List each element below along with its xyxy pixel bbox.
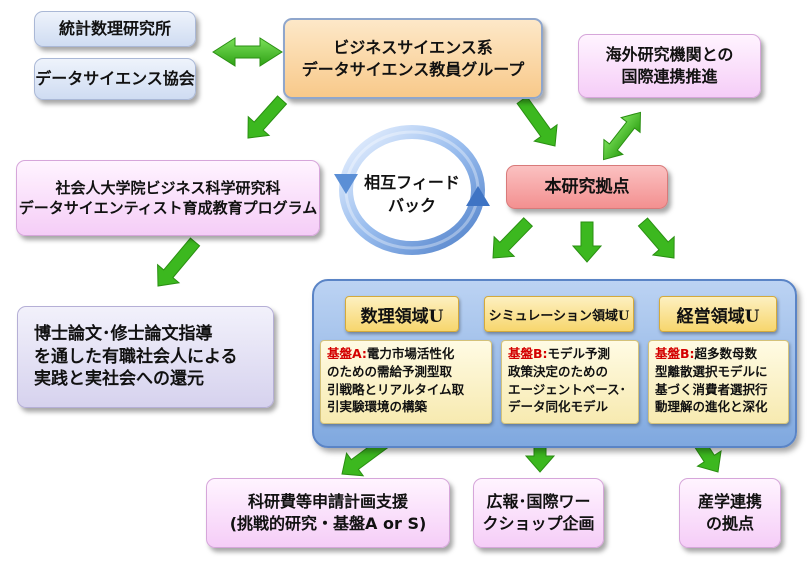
domain-sim-line1: モデル予測 — [547, 346, 611, 361]
domain-sim-line2: 政策決定のための — [508, 363, 609, 379]
pr-line1: 広報･国際ワー — [486, 492, 591, 512]
thesis-line3: 実践と実社会への還元 — [34, 369, 204, 390]
ds-association-label: データサイエンス協会 — [35, 69, 195, 89]
domain-detail-simulation: 基盤B:モデル予測 政策決定のための エージェントベース･ データ同化モデル — [501, 340, 639, 424]
grad-school-box: 社会人大学院ビジネス科学研究科 データサイエンティスト育成教育プログラム — [16, 160, 320, 236]
domain-key-simulation: 基盤B: — [508, 346, 548, 361]
domain-title-math: 数理領域U — [345, 296, 459, 332]
pr-workshop-box: 広報･国際ワー クショップ企画 — [473, 478, 604, 548]
stat-institute-box: 統計数理研究所 — [34, 11, 196, 47]
arrow-group-to-hub — [516, 95, 558, 147]
feedback-line2: バック — [387, 196, 436, 216]
arrow-hub-to-domain-simulation — [571, 221, 603, 263]
overseas-line1: 海外研究機関との — [605, 45, 734, 65]
hub-label: 本研究拠点 — [544, 176, 630, 197]
industry-line1: 産学連携 — [697, 492, 762, 512]
domain-detail-management: 基盤B:超多数母数 型離散選択モデルに 基づく消費者選択行 動理解の進化と深化 — [648, 340, 789, 424]
feedback-line1: 相互フィード — [364, 173, 460, 192]
stat-institute-label: 統計数理研究所 — [58, 19, 171, 39]
thesis-box: 博士論文･修士論文指導 を通した有職社会人による 実践と実社会への還元 — [17, 306, 274, 408]
domain-sim-line3: エージェントベース･ — [508, 381, 626, 397]
domain-mgmt-line1: 超多数母数 — [694, 346, 758, 361]
domain-mgmt-line3: 基づく消費者選択行 — [655, 381, 768, 397]
double-arrow-icon — [603, 111, 641, 161]
domain-math-line4: 引実験環境の構築 — [327, 399, 428, 415]
domain-mgmt-line4: 動理解の進化と深化 — [655, 399, 768, 415]
arrow-group-to-grad-school — [247, 95, 288, 139]
domain-key-management: 基盤B: — [655, 346, 695, 361]
kaken-line1: 科研費等申請計画支援 — [247, 492, 408, 512]
overseas-box: 海外研究機関との 国際連携推進 — [578, 34, 761, 98]
thesis-line2: を通した有職社会人による — [34, 346, 238, 367]
domain-title-management-label: 経営領域U — [676, 306, 760, 327]
thesis-line1: 博士論文･修士論文指導 — [34, 323, 213, 344]
domain-math-line2: のための需給予測型取 — [327, 363, 453, 379]
center-group-line1: ビジネスサイエンス系 — [333, 37, 493, 57]
arrow-hub-to-domain-math — [492, 217, 534, 259]
double-arrow-icon — [212, 37, 283, 67]
overseas-line2: 国際連携推進 — [621, 67, 718, 86]
kaken-line2: (挑戦的研究・基盤A or S) — [229, 514, 427, 533]
pr-line2: クショップ企画 — [482, 514, 595, 533]
domain-title-math-label: 数理領域U — [360, 306, 444, 327]
domain-detail-math: 基盤A:電力市場活性化 のための需給予測型取 引戦略とリアルタイム取 引実験環境… — [320, 340, 492, 424]
center-group-line2: データサイエンス教員グループ — [301, 59, 525, 79]
domain-key-math: 基盤A: — [327, 346, 367, 361]
feedback-label: 相互フィード バック — [356, 171, 468, 217]
hub-box: 本研究拠点 — [506, 165, 668, 209]
center-group-box: ビジネスサイエンス系 データサイエンス教員グループ — [283, 18, 543, 99]
domain-math-line3: 引戦略とリアルタイム取 — [327, 381, 465, 397]
grad-school-line1: 社会人大学院ビジネス科学研究科 — [55, 178, 281, 197]
kaken-box: 科研費等申請計画支援 (挑戦的研究・基盤A or S) — [206, 478, 450, 548]
grad-school-line2: データサイエンティスト育成教育プログラム — [18, 199, 318, 217]
industry-line2: の拠点 — [705, 514, 754, 533]
ds-association-box: データサイエンス協会 — [34, 58, 196, 100]
domain-sim-line4: データ同化モデル — [508, 399, 609, 415]
domain-math-line1: 電力市場活性化 — [366, 346, 455, 361]
domain-mgmt-line2: 型離散選択モデルに — [655, 363, 768, 379]
arrow-hub-to-domain-management — [637, 217, 675, 259]
arrow-grad-school-to-thesis — [157, 237, 201, 287]
industry-box: 産学連携 の拠点 — [679, 478, 781, 548]
domain-title-simulation: シミュレーション領域U — [484, 296, 634, 332]
domain-title-management: 経営領域U — [659, 296, 777, 332]
domain-title-simulation-label: シミュレーション領域U — [488, 308, 630, 324]
